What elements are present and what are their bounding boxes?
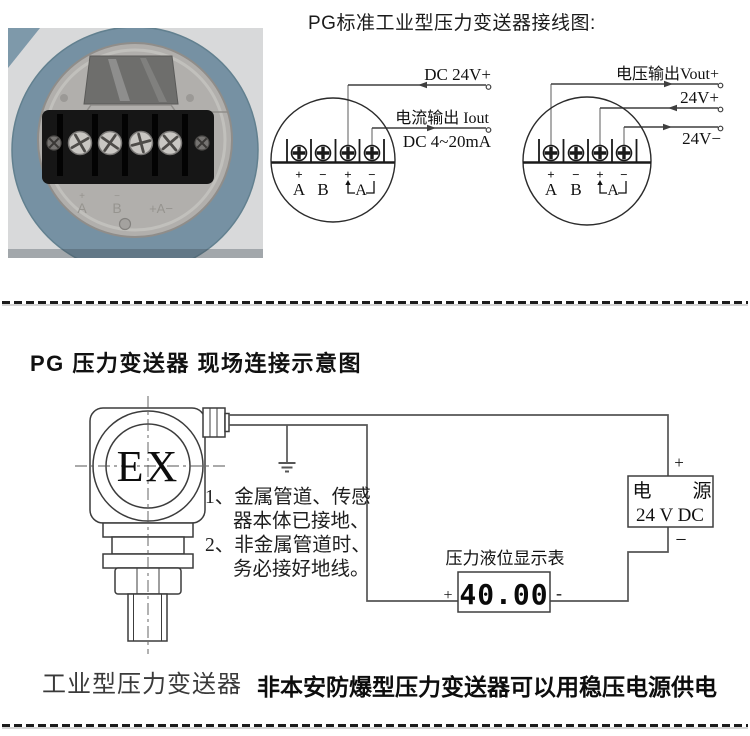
field-section-title: PG 压力变送器 现场连接示意图 bbox=[30, 351, 363, 376]
vout-label: 电压输出Vout+ bbox=[616, 65, 719, 83]
terminal-name-b: B bbox=[317, 180, 328, 199]
arrow-right-icon bbox=[664, 80, 673, 88]
terminal-screws bbox=[46, 130, 210, 156]
arrow-right-icon bbox=[427, 124, 436, 132]
transmitter-outline bbox=[270, 97, 396, 223]
sign-plus: + bbox=[344, 167, 351, 182]
field-wires bbox=[229, 414, 669, 602]
dc24v-label: DC 24V+ bbox=[424, 65, 491, 84]
arrow-left-icon bbox=[668, 104, 677, 112]
wire-end-terminal bbox=[485, 84, 492, 90]
terminal-screws bbox=[542, 144, 633, 162]
wire-end-terminal bbox=[717, 106, 724, 113]
power-rating: 24 V DC bbox=[636, 505, 704, 526]
transmitter-outline bbox=[522, 96, 652, 226]
terminal-name-a2: A bbox=[607, 182, 619, 199]
embossed-terminal-labels: + A − B +A− bbox=[77, 191, 173, 216]
wire-labels: 电压输出Vout+ 24V+ 24V− bbox=[616, 65, 721, 148]
terminal-name-a: A bbox=[293, 180, 306, 199]
embossed-term-b: B bbox=[112, 200, 121, 216]
display-meter: 压力液位显示表 + - 40.00 bbox=[443, 549, 565, 613]
up-arrow-icon bbox=[597, 180, 603, 185]
note-line-1: 1、金属管道、传感 bbox=[205, 486, 371, 508]
face-boss-left bbox=[60, 94, 68, 102]
note-line-4: 务必接好地线。 bbox=[233, 558, 370, 580]
bracket-marks bbox=[597, 180, 627, 194]
dashed-divider bbox=[2, 724, 748, 727]
arrow-right-icon bbox=[663, 123, 672, 131]
ground-icon bbox=[278, 462, 296, 473]
terminal-block bbox=[42, 110, 214, 184]
power-plus-sign: + bbox=[674, 453, 684, 472]
wire-end-terminal bbox=[485, 127, 492, 133]
power-note-caption: 非本安防爆型压力变送器可以用稳压电源供电 bbox=[257, 674, 717, 700]
terminal-polarity-row: + − + − A B A bbox=[293, 167, 376, 199]
transmitter-photo: + A − B +A− bbox=[8, 28, 263, 258]
power-name-right: 源 bbox=[692, 480, 711, 502]
power-name-left: 电 bbox=[632, 480, 651, 502]
photo-shadow bbox=[8, 249, 263, 258]
sign-minus: − bbox=[319, 167, 326, 182]
face-boss-right bbox=[186, 94, 194, 102]
embossed-mark-a: + bbox=[79, 191, 85, 202]
wire-supply-minus bbox=[550, 527, 669, 602]
current-output-diagram: + − + − A B A DC 24V+ 电流输出 Iout DC 4~20m… bbox=[270, 65, 492, 223]
sign-minus: − bbox=[620, 167, 627, 182]
terminal-polarity-row: + − + − A B A bbox=[545, 167, 628, 199]
top-wiring-title: PG标准工业型压力变送器接线图: bbox=[308, 13, 596, 34]
sign-plus: + bbox=[547, 167, 554, 182]
bottom-screw-hole bbox=[118, 217, 132, 231]
sign-plus: + bbox=[596, 167, 603, 182]
thread-stub bbox=[127, 593, 168, 642]
note-line-2: 器本体已接地、 bbox=[233, 510, 370, 532]
embossed-mark-b: − bbox=[114, 191, 120, 202]
meter-value: 40.00 bbox=[459, 578, 548, 611]
terminal-name-b: B bbox=[570, 180, 581, 199]
up-arrow-icon bbox=[345, 180, 351, 185]
terminal-drop-wires bbox=[550, 84, 625, 147]
centerlines bbox=[75, 396, 227, 654]
v-plus-label: 24V+ bbox=[680, 88, 719, 107]
v-minus-label: 24V− bbox=[682, 129, 721, 148]
wire-end-terminal bbox=[717, 125, 724, 132]
embossed-term-a: A bbox=[77, 200, 87, 216]
sign-minus: − bbox=[572, 167, 579, 182]
meter-minus-sign: - bbox=[556, 583, 562, 603]
iout-label: 电流输出 Iout bbox=[395, 109, 489, 127]
housing-corner bbox=[8, 28, 40, 68]
range-label: DC 4~20mA bbox=[403, 132, 492, 151]
field-connection-diagram: EX 1、金属管道、传感 器本体已接地、 2、非金属管道时、 务必接好地线。 电… bbox=[75, 396, 714, 654]
bracket-marks bbox=[345, 180, 375, 194]
conduit-gland bbox=[202, 407, 226, 438]
detail-lines bbox=[133, 408, 218, 641]
device-caption: 工业型压力变送器 bbox=[42, 672, 242, 698]
terminal-name-a: A bbox=[545, 180, 558, 199]
terminal-drop-wires bbox=[347, 85, 373, 147]
power-minus-sign: − bbox=[675, 529, 686, 551]
wire-supply-plus bbox=[229, 414, 669, 476]
sign-plus: + bbox=[295, 167, 302, 182]
conduit-cap bbox=[224, 412, 230, 433]
meter-plus-sign: + bbox=[443, 587, 452, 604]
note-line-3: 2、非金属管道时、 bbox=[205, 534, 371, 556]
dashed-divider bbox=[2, 301, 748, 304]
embossed-term-group: +A− bbox=[149, 201, 173, 216]
wire-to-meter-plus bbox=[229, 424, 458, 602]
grounding-notes: 1、金属管道、传感 器本体已接地、 2、非金属管道时、 务必接好地线。 bbox=[205, 486, 371, 580]
terminal-strip bbox=[523, 139, 651, 164]
cover-notch bbox=[83, 55, 179, 105]
voltage-output-diagram: + − + − A B A 电压输出Vout+ 24V+ 24V− bbox=[522, 65, 724, 226]
power-supply-box: 电 源 24 V DC + − bbox=[627, 453, 714, 551]
wire-end-terminal bbox=[717, 82, 724, 89]
meter-label: 压力液位显示表 bbox=[446, 549, 565, 568]
terminal-strip bbox=[271, 139, 395, 164]
arrow-left-icon bbox=[418, 81, 427, 89]
sign-minus: − bbox=[368, 167, 375, 182]
ex-mark: EX bbox=[117, 442, 180, 491]
wire-labels: DC 24V+ 电流输出 Iout DC 4~20mA bbox=[395, 65, 491, 151]
terminal-name-a2: A bbox=[355, 182, 367, 199]
terminal-screws bbox=[290, 144, 381, 162]
